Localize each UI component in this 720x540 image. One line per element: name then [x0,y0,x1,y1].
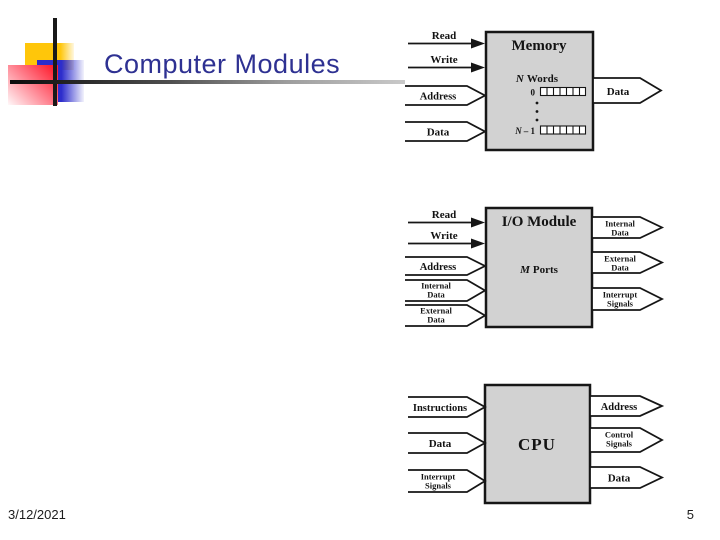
io-output-external-data-arrow: External Data [591,251,665,274]
io-input-write-label: Write [430,230,457,242]
memory-input-address-arrow: Address [405,85,487,106]
memory-input-write-label: Write [430,54,457,66]
logo-vertical-line [53,18,57,106]
io-output-internal-data-line2: Data [611,228,629,238]
memory-output-data-label: Data [607,86,630,98]
cpu-input-instructions-arrow: Instructions [408,396,487,418]
memory-last-row-label: N– 1 [514,126,535,136]
io-input-read-label: Read [432,209,456,221]
memory-input-read-label: Read [432,30,456,42]
memory-first-row-label: 0 [531,88,536,98]
io-input-internal-data-arrow: Internal Data [405,279,487,302]
io-box-title: I/O Module [502,214,577,230]
memory-words-var: N [515,73,525,85]
io-output-internal-data-line1: Internal [605,219,635,229]
cpu-input-data-label: Data [429,438,452,450]
cpu-input-interrupt-signals-line1: Interrupt [421,472,456,482]
cpu-output-address-label: Address [601,402,638,413]
io-input-write-arrow: Write [408,230,485,249]
cpu-output-data-arrow: Data [589,466,665,489]
title-underline [10,80,405,84]
memory-ellipsis-dots [535,101,539,122]
memory-input-data-arrow: Data [405,121,487,142]
logo-red-square [8,65,58,105]
slide-date: 3/12/2021 [8,507,66,522]
memory-word-cells-row-last [539,125,587,135]
memory-box-title: Memory [512,38,567,54]
memory-last-row-rest: – 1 [523,126,536,136]
io-input-internal-data-line1: Internal [421,281,451,291]
cpu-output-data-label: Data [608,473,631,485]
cpu-diagram: CPU Instructions Data Interrupt Signals … [408,383,665,505]
io-output-external-data-line2: Data [611,263,629,273]
slide-page-number: 5 [686,507,694,522]
io-box [484,206,594,329]
cpu-input-data-arrow: Data [408,432,487,454]
memory-input-data-label: Data [427,127,450,139]
io-input-address-arrow: Address [405,256,488,276]
memory-input-address-label: Address [420,92,457,103]
io-input-external-data-line1: External [420,306,452,316]
memory-last-row-var: N [514,126,522,136]
memory-output-data-arrow: Data [592,77,663,104]
cpu-output-address-arrow: Address [589,395,665,417]
cpu-input-interrupt-signals-arrow: Interrupt Signals [408,469,487,493]
io-input-external-data-line2: Data [427,315,445,325]
io-output-interrupt-signals-line1: Interrupt [603,290,638,300]
io-input-external-data-arrow: External Data [405,304,487,327]
cpu-input-instructions-label: Instructions [413,403,467,414]
cpu-input-interrupt-signals-line2: Signals [425,481,452,491]
cpu-box-title: CPU [518,435,556,454]
memory-input-read-arrow: Read [408,30,485,49]
cpu-output-control-signals-arrow: Control Signals [589,427,664,453]
memory-words-rest: Words [527,73,559,85]
io-ports-rest: Ports [533,264,559,276]
io-output-external-data-line1: External [604,254,636,264]
io-output-internal-data-arrow: Internal Data [591,216,665,239]
io-input-address-label: Address [420,262,457,273]
io-input-read-arrow: Read [408,209,485,228]
page-title: Computer Modules [104,49,341,79]
cpu-output-control-signals-line1: Control [605,430,634,440]
memory-input-write-arrow: Write [408,54,485,73]
cpu-output-control-signals-line2: Signals [606,439,633,449]
io-output-interrupt-signals-line2: Signals [607,299,634,309]
io-input-internal-data-line2: Data [427,290,445,300]
io-output-interrupt-signals-arrow: Interrupt Signals [591,287,665,311]
io-ports-var: M [519,264,531,276]
memory-word-cells-row-first [539,86,587,97]
